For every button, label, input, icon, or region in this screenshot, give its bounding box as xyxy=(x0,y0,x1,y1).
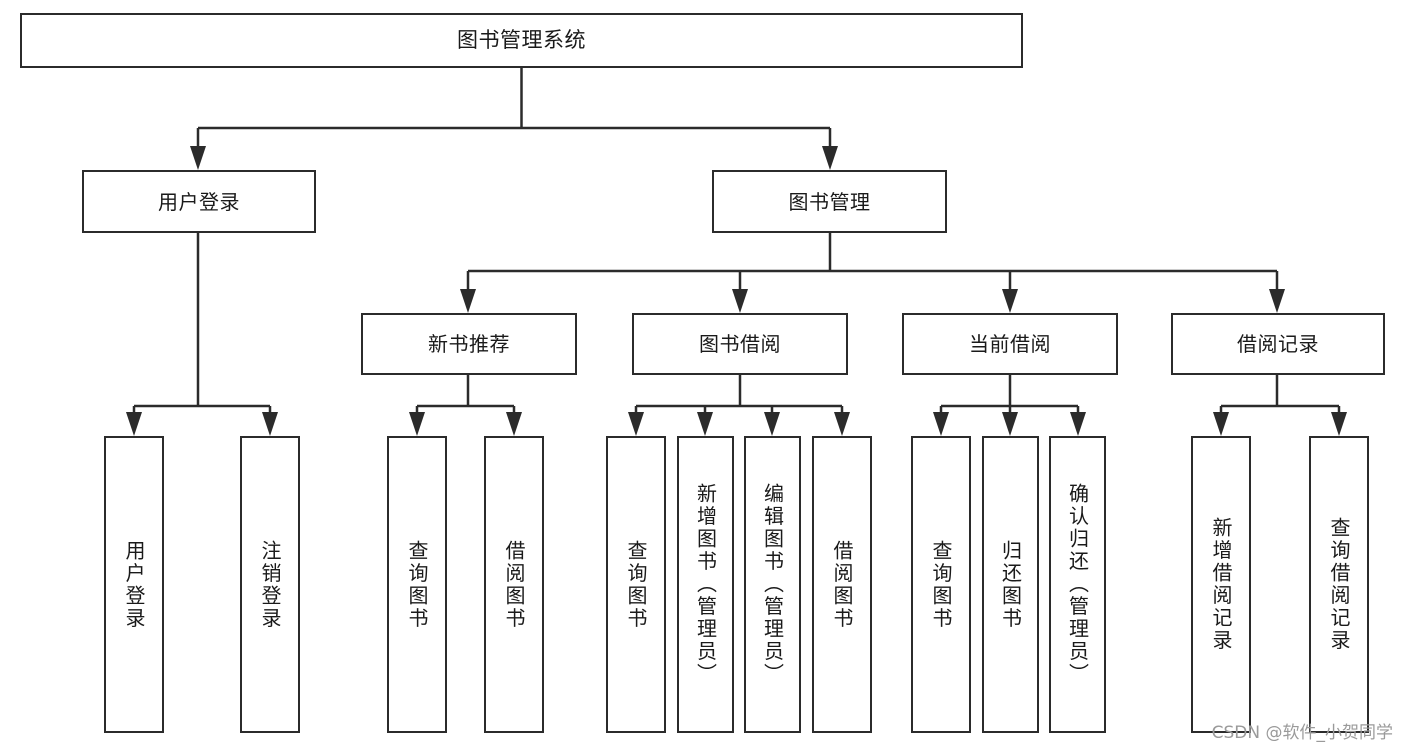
node-current-borrow[interactable]: 当前借阅 xyxy=(902,313,1118,375)
leaf-user-login-logout[interactable]: 注销登录 xyxy=(240,436,300,733)
node-label: 新书推荐 xyxy=(428,332,510,356)
leaf-new-book-borrow-book[interactable]: 借阅图书 xyxy=(484,436,544,733)
leaf-label: 查询借阅记录 xyxy=(1327,517,1351,652)
leaf-label: 新增图书（管理员） xyxy=(693,483,718,686)
leaf-label: 新增借阅记录 xyxy=(1209,517,1233,652)
leaf-label: 查询图书 xyxy=(624,540,648,630)
node-label: 图书借阅 xyxy=(699,332,781,356)
leaf-book-borrow-edit-book-admin[interactable]: 编辑图书（管理员） xyxy=(744,436,801,733)
node-book-management[interactable]: 图书管理 xyxy=(712,170,947,233)
node-user-login[interactable]: 用户登录 xyxy=(82,170,316,233)
leaf-label: 查询图书 xyxy=(929,540,953,630)
node-label: 图书管理系统 xyxy=(457,27,586,52)
leaf-label: 借阅图书 xyxy=(830,540,854,630)
node-label: 用户登录 xyxy=(158,189,240,214)
node-label: 借阅记录 xyxy=(1237,332,1319,356)
node-label: 当前借阅 xyxy=(969,332,1051,356)
leaf-book-borrow-borrow-book[interactable]: 借阅图书 xyxy=(812,436,872,733)
leaf-user-login-login[interactable]: 用户登录 xyxy=(104,436,164,733)
node-book-borrow[interactable]: 图书借阅 xyxy=(632,313,848,375)
leaf-label: 查询图书 xyxy=(405,540,429,630)
leaf-current-borrow-query-book[interactable]: 查询图书 xyxy=(911,436,971,733)
leaf-label: 用户登录 xyxy=(122,540,146,630)
node-borrow-record[interactable]: 借阅记录 xyxy=(1171,313,1385,375)
leaf-book-borrow-query-book[interactable]: 查询图书 xyxy=(606,436,666,733)
leaf-label: 注销登录 xyxy=(258,540,282,630)
leaf-label: 借阅图书 xyxy=(502,540,526,630)
leaf-label: 编辑图书（管理员） xyxy=(760,483,785,686)
leaf-label: 归还图书 xyxy=(998,540,1023,630)
leaf-new-book-query-book[interactable]: 查询图书 xyxy=(387,436,447,733)
leaf-current-borrow-return-book[interactable]: 归还图书 xyxy=(982,436,1039,733)
csdn-watermark: CSDN @软件_小贺同学 xyxy=(1211,723,1393,743)
leaf-borrow-record-query-record[interactable]: 查询借阅记录 xyxy=(1309,436,1369,733)
leaf-current-borrow-confirm-return-admin[interactable]: 确认归还（管理员） xyxy=(1049,436,1106,733)
node-new-book-recommend[interactable]: 新书推荐 xyxy=(361,313,577,375)
node-root-system[interactable]: 图书管理系统 xyxy=(20,13,1023,68)
leaf-borrow-record-add-record[interactable]: 新增借阅记录 xyxy=(1191,436,1251,733)
leaf-label: 确认归还（管理员） xyxy=(1065,483,1090,686)
node-label: 图书管理 xyxy=(788,189,871,214)
leaf-book-borrow-add-book-admin[interactable]: 新增图书（管理员） xyxy=(677,436,734,733)
